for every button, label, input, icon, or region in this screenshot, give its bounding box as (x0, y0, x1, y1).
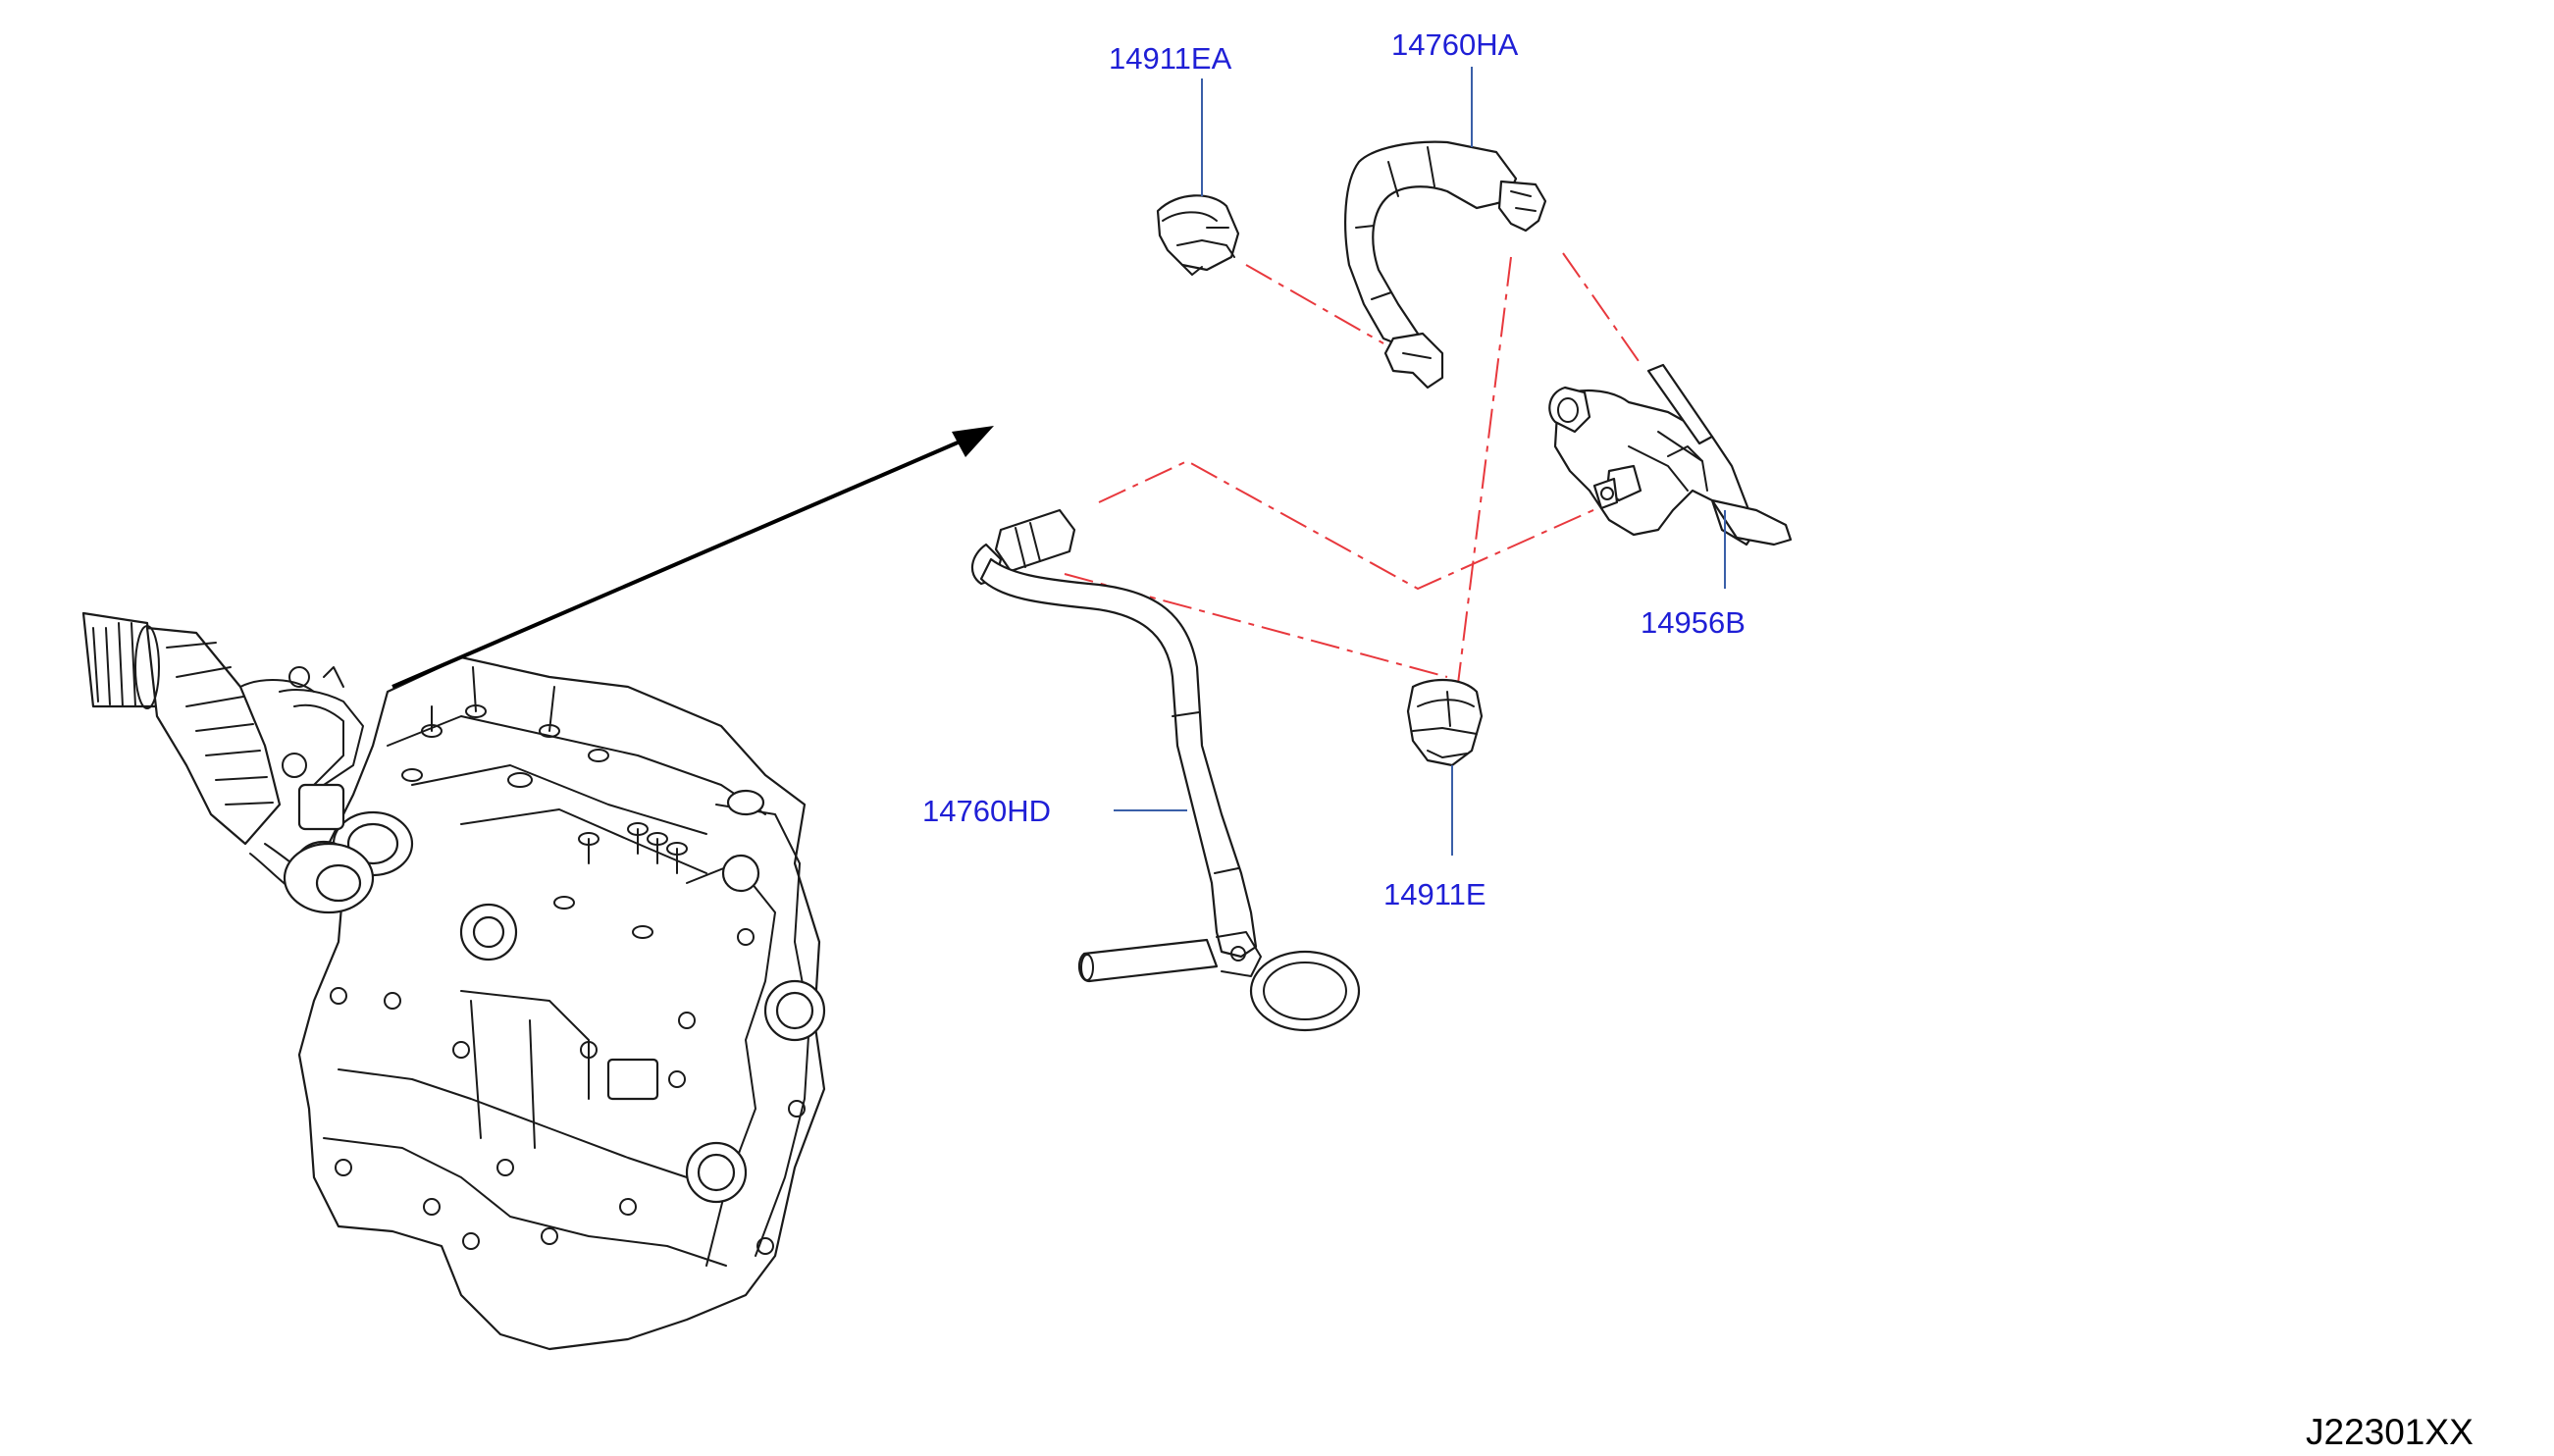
diagram-code: J22301XX (2306, 1412, 2474, 1452)
leader-lines (1114, 67, 1726, 856)
hose-14760HD-illustration (970, 508, 1361, 1032)
part-label-14956B[interactable]: 14956B (1641, 605, 1746, 640)
assembly-phantom-lines (1064, 252, 1640, 732)
direction-arrow (391, 426, 994, 689)
valve-14956B-illustration (1548, 363, 1793, 546)
clip-14911E-illustration (1406, 678, 1484, 767)
part-label-14760HA[interactable]: 14760HA (1391, 27, 1519, 62)
part-label-14911E[interactable]: 14911E (1383, 877, 1486, 911)
engine-block-illustration (81, 611, 826, 1351)
part-label-14911EA[interactable]: 14911EA (1109, 41, 1232, 76)
part-label-14760HD[interactable]: 14760HD (922, 794, 1051, 828)
clip-14911EA-illustration (1156, 194, 1240, 276)
hose-14760HA-illustration (1344, 140, 1547, 390)
